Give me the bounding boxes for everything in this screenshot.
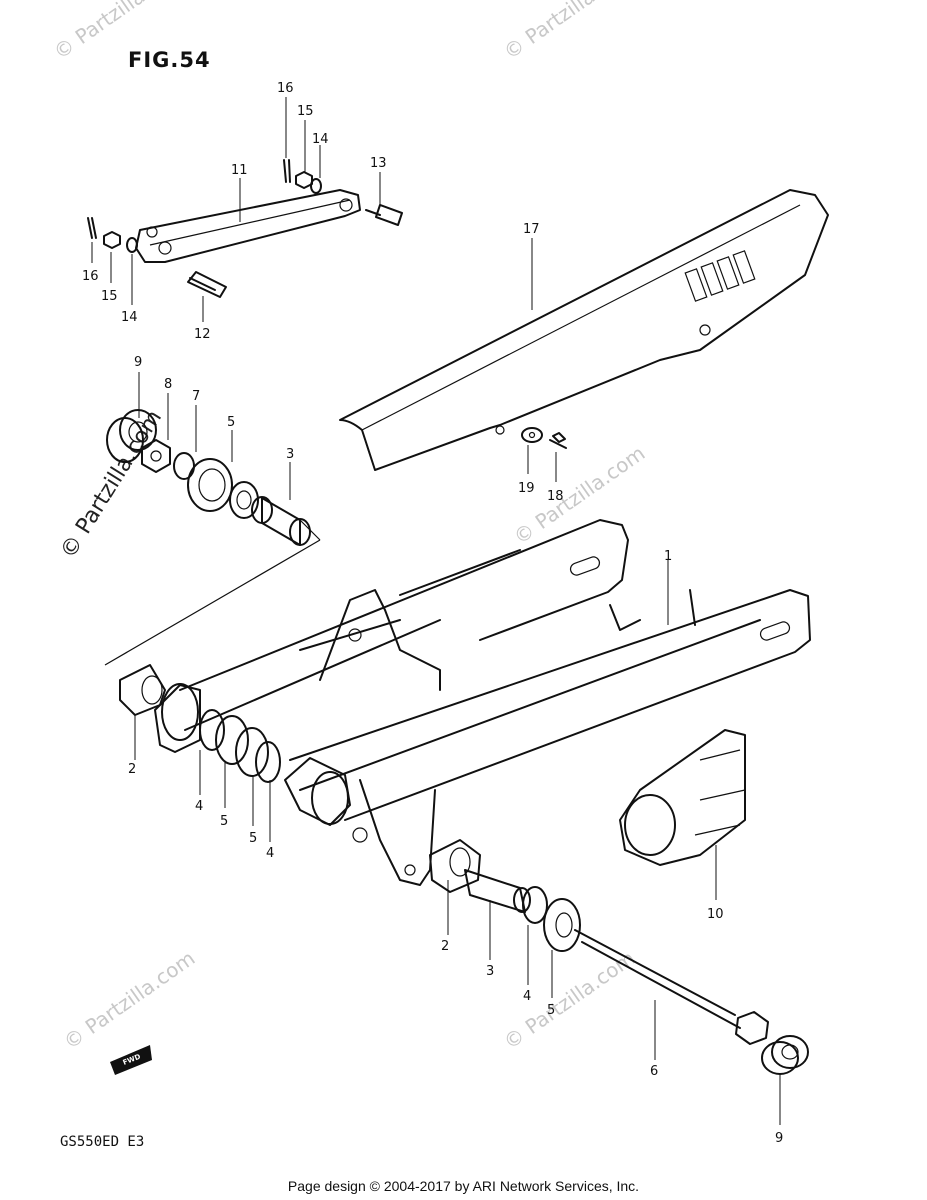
callouts: 1 2 2 3 3 4 4 4 5 5 5 5 6	[82, 81, 783, 1146]
watermark: © Partzilla.com	[499, 0, 639, 64]
callout-17: 17	[523, 222, 540, 237]
callout-14: 14	[312, 132, 329, 147]
callout-15: 15	[297, 104, 314, 119]
seal-5	[215, 715, 269, 777]
spacer-3	[251, 496, 311, 546]
callout-2: 2	[128, 762, 136, 777]
pivot-shaft-6	[574, 929, 769, 1045]
callout-15: 15	[101, 289, 118, 304]
bearing-2	[119, 664, 166, 716]
assembly-guide-line	[104, 519, 321, 666]
swingarm-1	[154, 519, 811, 886]
callout-9: 9	[134, 355, 142, 370]
cap-9	[761, 1035, 809, 1075]
callout-14: 14	[121, 310, 138, 325]
callout-16: 16	[82, 269, 99, 284]
callout-9: 9	[775, 1131, 783, 1146]
callout-11: 11	[231, 163, 248, 178]
watermark: © Partzilla.com	[59, 946, 199, 1054]
spacer-3	[464, 869, 531, 913]
callout-7: 7	[192, 389, 200, 404]
washer-19	[521, 427, 543, 443]
torque-link-11	[135, 189, 403, 298]
callout-19: 19	[518, 481, 535, 496]
callout-13: 13	[370, 156, 387, 171]
callout-3: 3	[286, 447, 294, 462]
callout-2: 2	[441, 939, 449, 954]
fwd-arrow-badge: FWD	[110, 1045, 152, 1075]
callout-1: 1	[664, 549, 672, 564]
figure-title: FIG.54	[128, 48, 211, 72]
callout-5: 5	[227, 415, 235, 430]
chain-case-17	[339, 189, 829, 471]
callout-4: 4	[523, 989, 531, 1004]
callout-8: 8	[164, 377, 172, 392]
callout-18: 18	[547, 489, 564, 504]
washer-7	[173, 452, 195, 480]
watermark-dark: © Partzilla.com	[56, 406, 167, 563]
chain-buffer-10	[619, 729, 746, 866]
washer-4	[229, 481, 259, 519]
callout-5: 5	[249, 831, 257, 846]
washer-4	[199, 709, 281, 783]
callout-5: 5	[220, 814, 228, 829]
callout-10: 10	[707, 907, 724, 922]
callout-16: 16	[277, 81, 294, 96]
model-code: GS550ED E3	[60, 1134, 145, 1150]
nut-8	[141, 439, 171, 473]
washer-14	[126, 178, 322, 253]
watermark: © Partzilla.com	[49, 0, 189, 64]
callout-4: 4	[195, 799, 203, 814]
cotter-pin-16	[87, 159, 291, 239]
seal-5	[543, 898, 581, 952]
bearing-2	[429, 839, 481, 893]
seal-5	[187, 458, 233, 512]
nut-15	[103, 171, 313, 249]
callout-12: 12	[194, 327, 211, 342]
callout-5: 5	[547, 1003, 555, 1018]
callout-3: 3	[486, 964, 494, 979]
washer-4	[522, 886, 548, 924]
bolt-18	[549, 432, 567, 449]
cap-9	[106, 409, 157, 463]
callout-6: 6	[650, 1064, 658, 1079]
callout-4: 4	[266, 846, 274, 861]
page-footer: Page design © 2004-2017 by ARI Network S…	[287, 1178, 640, 1194]
